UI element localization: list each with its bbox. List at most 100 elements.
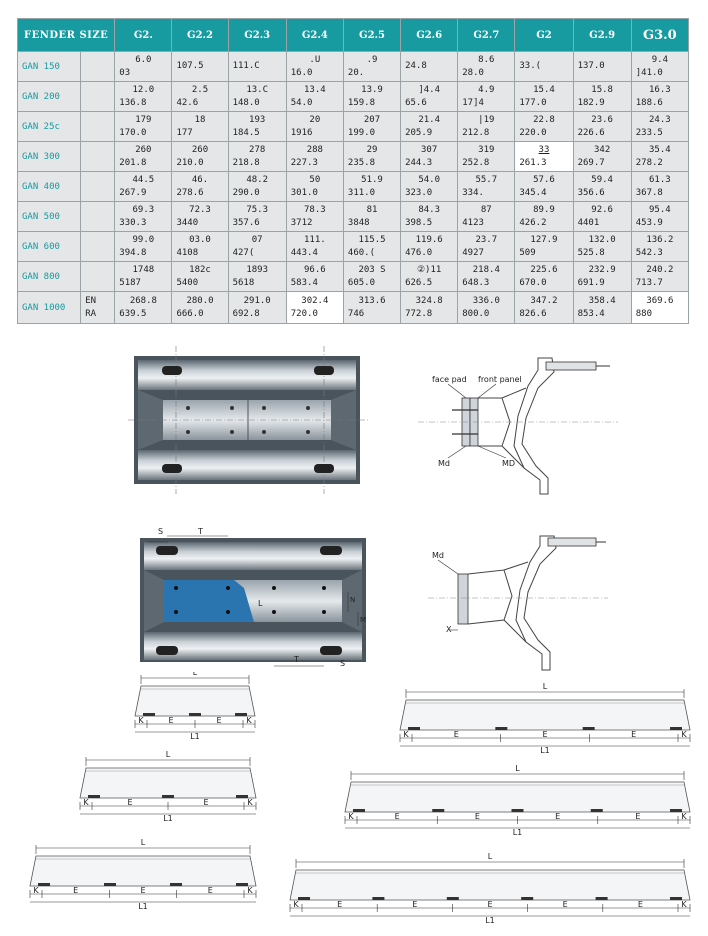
cell-top-value: 81 [366, 204, 378, 215]
cell-top-value: 23.7 [475, 234, 498, 245]
fender-sub-cell [80, 261, 116, 292]
cell-top-value: 84.3 [418, 204, 440, 215]
cell-top-value: 268.8 [129, 295, 157, 306]
cell-top-value: |19 [478, 114, 495, 125]
cell-bottom-value: 427( [232, 247, 255, 258]
cell-top-value: 07 [251, 234, 263, 245]
cell-top-value: 119.6 [415, 234, 443, 245]
cell-bottom-value: 800.0 [462, 308, 490, 319]
cell-bottom-value: 648.3 [462, 277, 490, 288]
header-col: G2.6 [400, 18, 459, 52]
dim-label-K: K [247, 798, 253, 807]
header-col: G2.4 [285, 18, 344, 52]
cell-top-value: 347.2 [530, 295, 558, 306]
fender-size-cell: GAN 200 [16, 81, 82, 112]
cell-top-value: 72.3 [189, 204, 211, 215]
cell-top-value: 260 [191, 144, 209, 155]
cell-bottom-value: 227.3 [290, 157, 318, 168]
cell-top-value: 278 [249, 144, 266, 155]
dim-label-E: E [638, 900, 643, 909]
cell-top-value: .U [309, 54, 321, 65]
cell-top-value: 280.0 [186, 295, 214, 306]
cell-top-value: 22.8 [533, 114, 555, 125]
dim-label-E: E [555, 812, 560, 821]
cell-bottom-value: 398.5 [405, 217, 433, 228]
header-col: G2.3 [227, 18, 287, 52]
fender-side-view-2-drawing: Md X [428, 535, 608, 671]
cell-bottom-value: 367.8 [635, 187, 663, 198]
dim-label-E: E [454, 730, 459, 739]
dim-label-K: K [681, 812, 687, 821]
cell-top-value: ]4.4 [418, 84, 440, 95]
cell-bottom-value: 107.5 [176, 61, 204, 71]
cell-top-value: 59.4 [591, 174, 613, 185]
fender-sub-cell [80, 201, 116, 232]
cell-top-value: 21.4 [418, 114, 440, 125]
cell-bottom-value: 65.6 [405, 97, 427, 108]
dim-label-L: L [543, 682, 548, 691]
cell-top-value: 136.2 [646, 234, 674, 245]
dim-label-L: L [488, 852, 493, 861]
cell-bottom-value: 184.5 [232, 127, 260, 138]
dim-label-K: K [293, 900, 299, 909]
cell-bottom-value: 210.0 [176, 157, 204, 168]
cell-top-value: 12.0 [132, 84, 155, 95]
cell-top-value: 54.0 [418, 174, 440, 185]
label-md-left: Md [438, 459, 450, 468]
cell-top-value: 44.5 [132, 174, 155, 185]
cell-bottom-value: 220.0 [519, 127, 547, 138]
cell-top-value: 111. [304, 234, 326, 245]
header-fender-size: FENDER SIZE [16, 18, 116, 52]
cell-bottom-value: 639.5 [119, 308, 147, 319]
header-col: G2.2 [171, 18, 229, 52]
cell-top-value: 13.9 [361, 84, 383, 95]
value-cell: 24.8 [400, 51, 459, 82]
cell-bottom-value: 4108 [176, 247, 199, 258]
label-s-bottom: S [340, 659, 345, 668]
cell-bottom-value: 3440 [176, 217, 199, 228]
fender-side-view-drawing: face pad front panel Md MD [418, 357, 618, 495]
cell-bottom-value: 443.4 [290, 247, 318, 258]
cell-top-value: 225.6 [530, 264, 558, 275]
dim-label-L1: L1 [540, 746, 550, 755]
cell-bottom-value: 772.8 [405, 308, 433, 319]
cell-bottom-value: 177 [176, 127, 193, 138]
cell-top-value: 57.6 [533, 174, 555, 185]
cell-top-value: 35.4 [649, 144, 671, 155]
cell-top-value: 75.3 [246, 204, 269, 215]
value-cell: 72.3 3440 [171, 201, 229, 232]
cell-bottom-value: 233.5 [635, 127, 663, 138]
cell-bottom-value: 626.5 [405, 277, 433, 288]
fender-sub-cell [80, 171, 116, 202]
cell-top-value: 16.3 [649, 84, 671, 95]
cell-bottom-value: 54.0 [290, 97, 313, 108]
cell-top-value: 313.6 [358, 295, 386, 306]
label-face-pad: face pad [432, 375, 467, 384]
cell-bottom-value: 201.8 [119, 157, 147, 168]
